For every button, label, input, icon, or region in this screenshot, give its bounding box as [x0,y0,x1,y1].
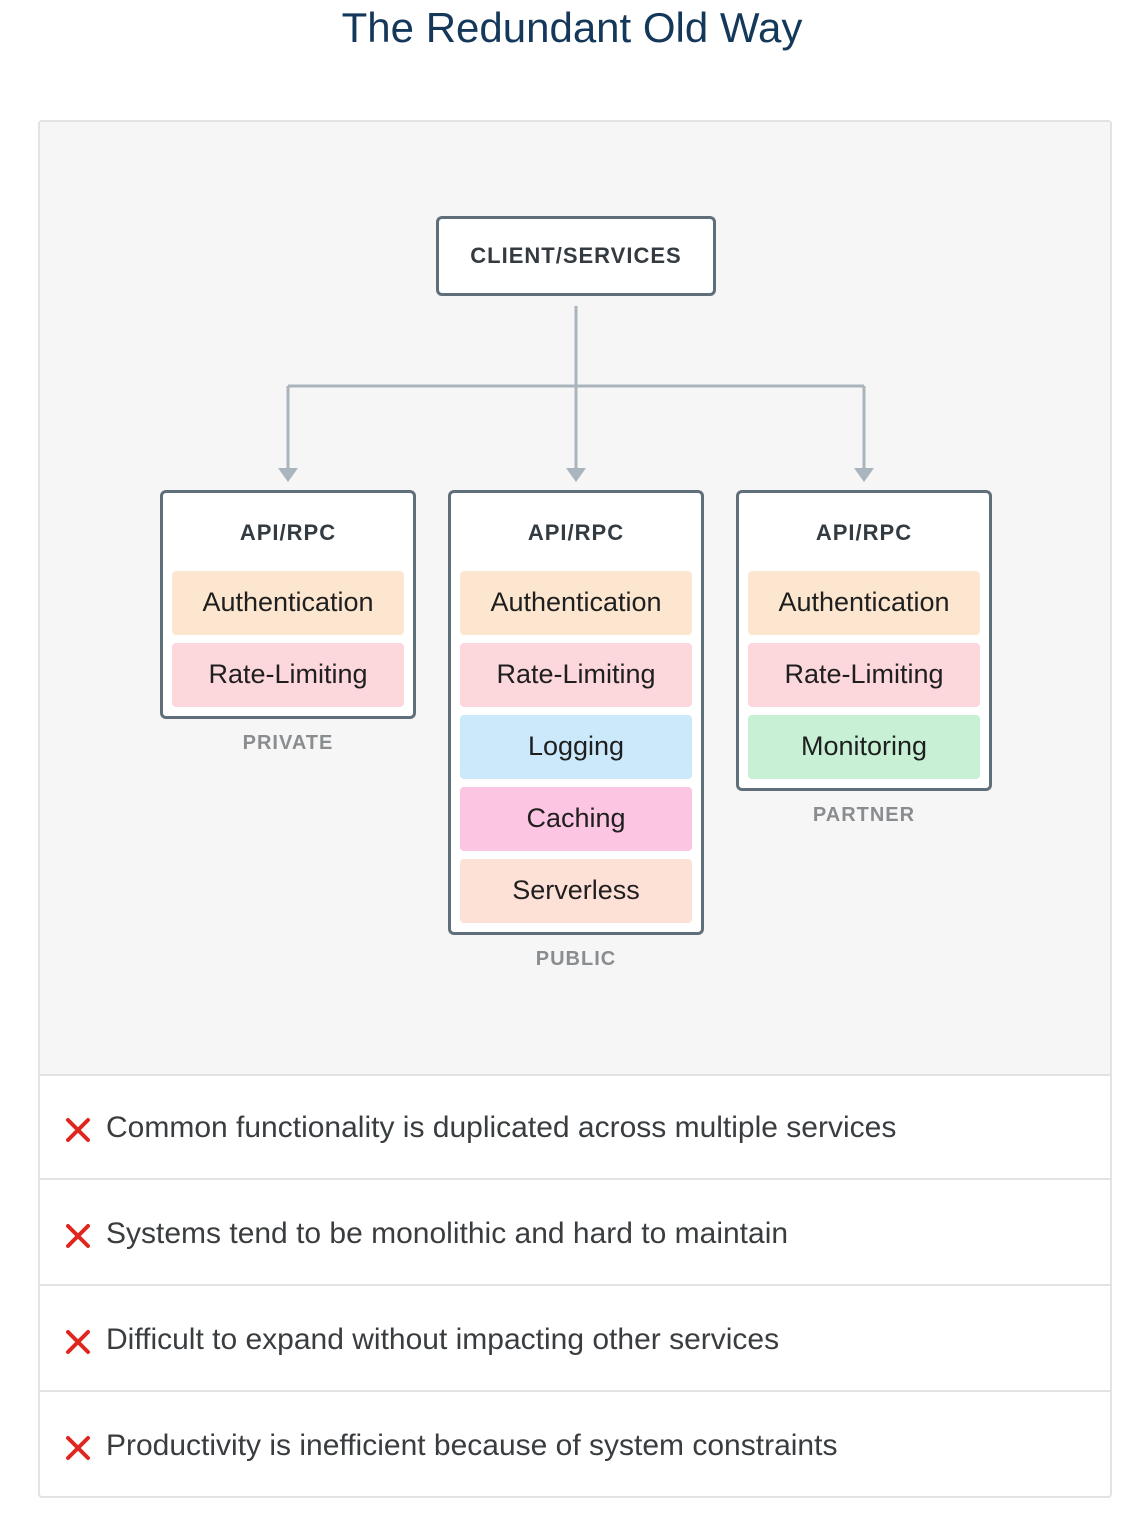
caption-private: PRIVATE [242,732,334,754]
api-box-partner: API/RPC Authentication Rate-Limiting Mon… [736,490,992,791]
arrow-head-public [566,468,586,482]
api-box-public: API/RPC Authentication Rate-Limiting Log… [448,490,704,935]
drawback-text: Common functionality is duplicated acros… [106,1111,897,1144]
feature-serverless: Serverless [460,859,692,923]
drawback-text: Systems tend to be monolithic and hard t… [106,1217,789,1250]
api-box-private: API/RPC Authentication Rate-Limiting [160,490,416,719]
feature-authentication: Authentication [172,571,404,635]
x-icon [66,1118,90,1142]
feature-authentication: Authentication [460,571,692,635]
drawback-item: Difficult to expand without impacting ot… [40,1288,1110,1392]
api-box-title: API/RPC [239,520,337,545]
arrow-head-partner [854,468,874,482]
drawback-text: Productivity is inefficient because of s… [106,1429,838,1462]
feature-rate-limiting: Rate-Limiting [172,643,404,707]
diagram-card: CLIENT/SERVICES API/RPC Authentication R… [38,120,1112,1498]
diagram-area: CLIENT/SERVICES API/RPC Authentication R… [40,122,1110,1076]
drawback-item: Common functionality is duplicated acros… [40,1076,1110,1180]
feature-authentication: Authentication [748,571,980,635]
feature-caching: Caching [460,787,692,851]
connector-lines [278,306,874,482]
page-title: The Redundant Old Way [341,4,803,51]
drawback-item: Systems tend to be monolithic and hard t… [40,1182,1110,1286]
feature-monitoring: Monitoring [748,715,980,779]
drawback-text: Difficult to expand without impacting ot… [106,1323,780,1356]
feature-logging: Logging [460,715,692,779]
feature-rate-limiting: Rate-Limiting [460,643,692,707]
x-icon [66,1436,90,1460]
arrow-head-private [278,468,298,482]
drawback-item: Productivity is inefficient because of s… [40,1394,1110,1496]
api-box-title: API/RPC [527,520,625,545]
caption-partner: PARTNER [812,804,916,826]
api-box-title: API/RPC [815,520,913,545]
caption-public: PUBLIC [535,948,617,970]
x-icon [66,1224,90,1248]
feature-rate-limiting: Rate-Limiting [748,643,980,707]
client-services-node: CLIENT/SERVICES [436,216,716,296]
x-icon [66,1330,90,1354]
